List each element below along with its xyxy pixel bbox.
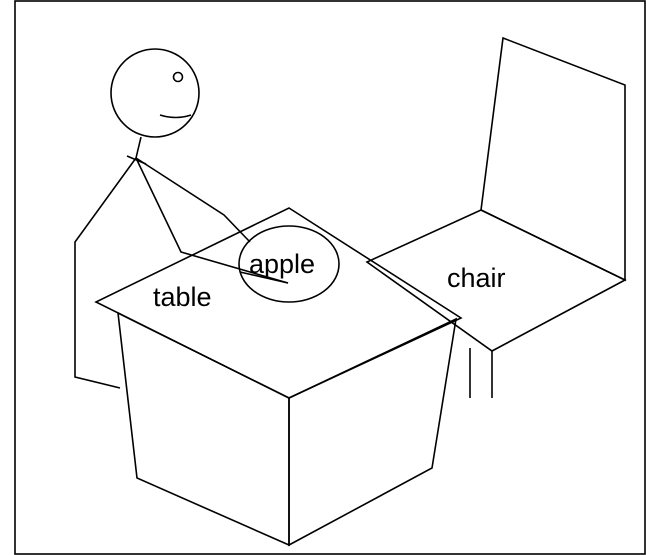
apple xyxy=(238,225,340,303)
table xyxy=(94,207,463,547)
apple-circle xyxy=(238,225,340,303)
table-right-side xyxy=(288,317,458,547)
person-near-arm xyxy=(135,157,289,284)
apple-label: apple xyxy=(249,249,315,279)
person-back-and-leg xyxy=(74,157,137,389)
chair-back xyxy=(480,36,626,282)
chair-label: chair xyxy=(447,263,506,293)
person-neck xyxy=(135,136,142,159)
person-mouth xyxy=(159,114,192,119)
table-label: table xyxy=(153,282,212,312)
table-left-side xyxy=(117,311,290,547)
person-head xyxy=(110,48,200,138)
frame-border xyxy=(14,0,646,555)
chair xyxy=(365,36,627,398)
person-arm-over-apple xyxy=(239,271,289,284)
person-far-arm xyxy=(135,157,251,243)
person xyxy=(74,48,289,389)
person-eye xyxy=(172,71,184,83)
table-top xyxy=(94,207,463,399)
